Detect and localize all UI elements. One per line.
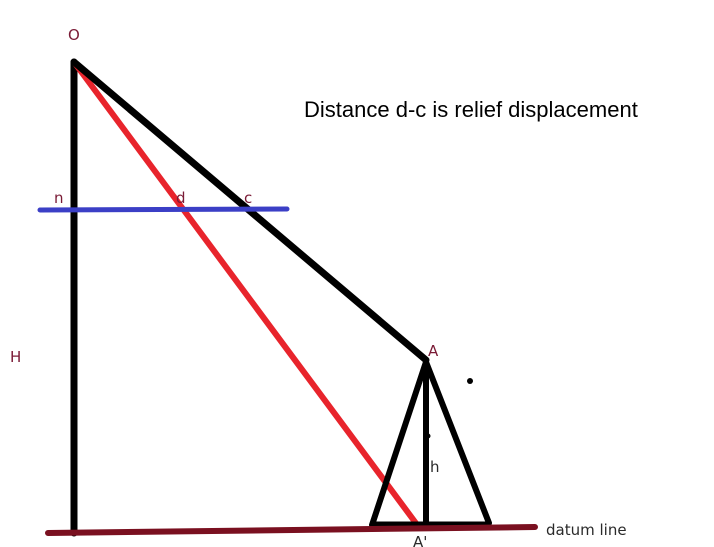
label-h: h	[430, 458, 440, 476]
image-plane-line	[37, 206, 290, 213]
diagram-caption: Distance d-c is relief displacement	[304, 97, 638, 122]
dot-marker	[467, 378, 473, 384]
datum-line	[45, 524, 538, 536]
label-A: A	[428, 342, 439, 360]
label-c: c	[244, 189, 252, 207]
label-H: H	[10, 348, 21, 366]
object-outline	[369, 359, 492, 528]
label-datum-line: datum line	[546, 521, 627, 539]
dot-marker-small	[425, 433, 431, 439]
label-O: O	[68, 26, 80, 44]
label-A-prime: A'	[413, 533, 427, 547]
label-n: n	[54, 189, 64, 207]
ray-O-to-A-prime	[71, 59, 421, 529]
label-d: d	[176, 189, 186, 207]
